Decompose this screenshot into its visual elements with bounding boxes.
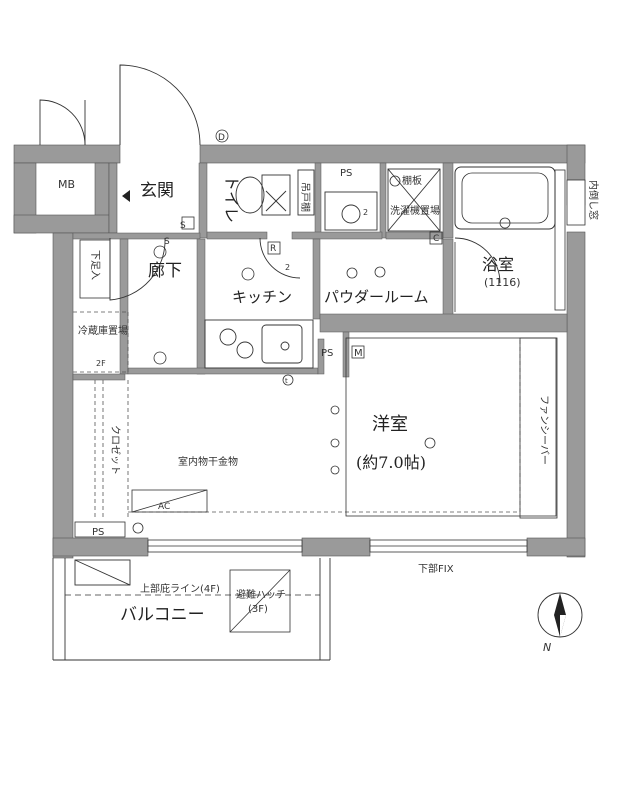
interior-walls xyxy=(72,162,568,381)
closet-lines xyxy=(73,311,521,520)
label-indoor-dry: 室内物干金物 xyxy=(178,455,238,468)
label-mb: MB xyxy=(58,178,75,191)
label-bath-size: (1116) xyxy=(484,276,521,289)
walls xyxy=(13,144,586,559)
label-rouka: 廊下 xyxy=(148,261,182,281)
label-tanaita: 棚板 xyxy=(402,174,422,187)
compass xyxy=(537,592,583,638)
balcony-lines xyxy=(52,558,331,661)
label-genkan: 玄関 xyxy=(140,181,174,201)
label-c: C xyxy=(433,234,439,244)
fixed-boxes xyxy=(74,239,558,633)
markers xyxy=(132,129,511,534)
label-balcony: バルコニー xyxy=(120,605,205,625)
kitchen-fixtures xyxy=(204,319,314,369)
label-lower-fix: 下部FIX xyxy=(418,562,454,575)
label-upper-eave: 上部庇ライン(4F) xyxy=(140,582,220,595)
label-fridge: 冷蔵庫置場 xyxy=(78,324,128,337)
label-m: M xyxy=(354,348,363,359)
label-tana: 吊戸棚 xyxy=(299,182,312,212)
bottom-windows xyxy=(147,539,528,553)
label-kitchen: キッチン xyxy=(232,288,292,306)
genkan-arrow-icon xyxy=(122,190,130,202)
inner-tilt-window xyxy=(566,179,586,226)
powder-fixtures xyxy=(324,168,441,232)
label-ac: AC xyxy=(158,502,170,512)
label-t: t xyxy=(285,377,288,385)
label-toilet: トイレ xyxy=(222,175,241,223)
label-r: R xyxy=(270,244,276,254)
label-youshitsu: 洋室 xyxy=(372,414,408,435)
label-hatch: 避難ハッチ xyxy=(236,588,286,601)
bathtub xyxy=(454,166,566,312)
label-2a: 2 xyxy=(285,263,290,272)
label-ps-bottom: PS xyxy=(92,527,104,538)
label-2f: 2F xyxy=(96,359,106,368)
label-s2: S xyxy=(164,237,170,247)
label-ps-mid: PS xyxy=(321,348,333,359)
label-geta: 下足入 xyxy=(89,250,101,280)
label-inner-window: 内倒し窓 xyxy=(587,180,600,220)
label-hatch-floor: (3F) xyxy=(248,604,268,615)
label-bath: 浴室 xyxy=(482,255,514,274)
label-d: D xyxy=(218,133,225,143)
toilet-fixture xyxy=(235,169,315,216)
label-2b: 2 xyxy=(363,208,368,217)
label-powder: パウダールーム xyxy=(324,288,429,306)
label-north: N xyxy=(543,641,551,654)
label-ps-top: PS xyxy=(340,168,352,179)
label-s1: S xyxy=(180,221,186,231)
label-washer: 洗濯機置場 xyxy=(390,204,440,217)
label-fan-bar: ファンシーバー xyxy=(538,395,550,465)
doors xyxy=(39,64,501,301)
label-closet: クロゼット xyxy=(109,425,121,475)
label-youshitsu-size: (約7.0帖) xyxy=(356,453,426,472)
